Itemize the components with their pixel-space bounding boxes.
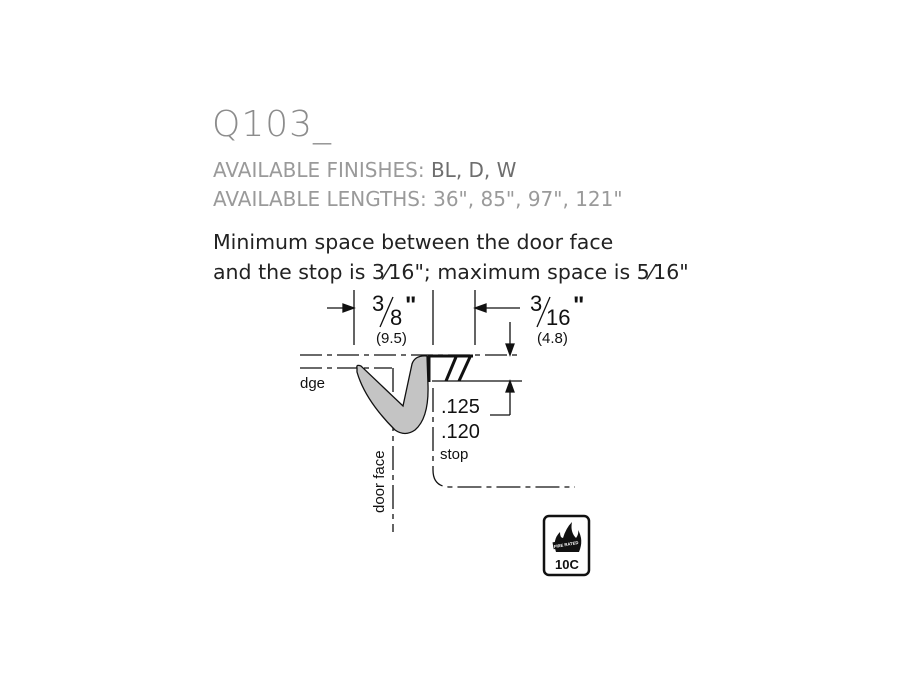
fraction-bar [379,296,394,328]
door-face-label: door face [371,450,388,513]
gap-denominator: 16 [546,305,570,330]
seal-carrier [427,354,473,382]
width-metric: (9.5) [376,330,407,347]
description-line-2: and the stop is 3⁄16"; maximum space is … [213,260,689,284]
arrow-head [505,379,515,393]
arrow-head [505,343,515,357]
seal-profile [356,355,429,435]
stop-line [432,388,575,488]
gap-metric: (4.8) [537,330,568,347]
stop-label: stop [440,446,468,463]
badge-text: 10C [555,557,579,572]
product-title: Q103_ [212,104,333,145]
gap-unit: " [573,292,584,319]
edge-label: dge [300,375,325,392]
width-unit: " [405,292,416,319]
gap-numerator: 3 [530,291,542,316]
fire-rated-badge: FIRE RATED 10C [542,514,591,577]
arrow-head [342,303,356,313]
finishes-label: AVAILABLE FINISHES: [213,158,431,182]
badge-small-text: FIRE RATED [553,540,578,549]
available-lengths: AVAILABLE LENGTHS: 36", 85", 97", 121" [213,187,623,211]
finishes-value: BL, D, W [430,158,517,182]
arrow-head [473,303,487,313]
fraction-bar [536,296,551,328]
thickness-min: .120 [441,421,480,443]
lengths-label: AVAILABLE LENGTHS: [213,187,434,211]
available-finishes: AVAILABLE FINISHES: BL, D, W [213,158,516,182]
width-denominator: 8 [390,305,402,330]
description-line-1: Minimum space between the door face [213,230,614,254]
thickness-max: .125 [441,396,480,418]
lengths-value: 36", 85", 97", 121" [433,187,623,211]
width-numerator: 3 [372,291,384,316]
